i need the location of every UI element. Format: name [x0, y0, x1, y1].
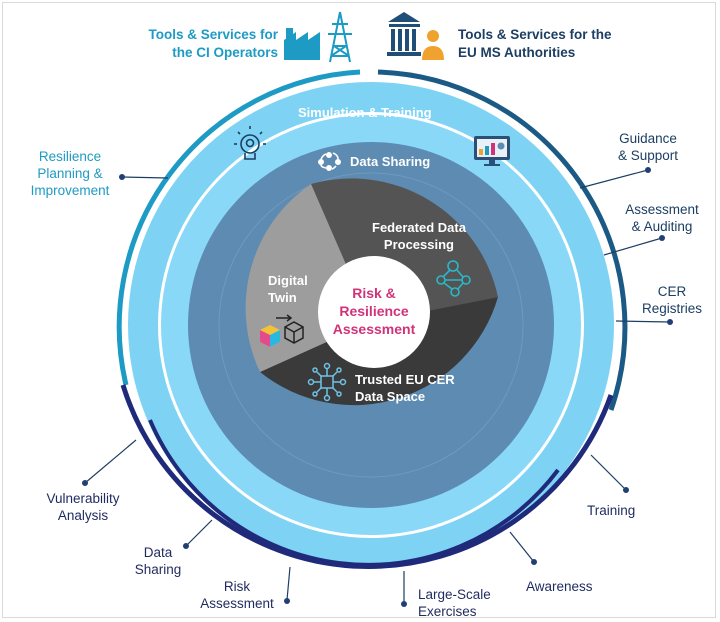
leader-lines: [84, 169, 671, 604]
arc-ci-operators: [116, 69, 361, 386]
dot-data-sharing: [183, 543, 189, 549]
dashboard-monitor-icon: [474, 136, 510, 166]
dot-large-scale: [401, 601, 407, 607]
arc-eu-ms: [377, 69, 628, 411]
label-training: Training: [587, 503, 636, 518]
dot-cer: [667, 319, 673, 325]
dot-guidance: [645, 167, 651, 173]
label-resilience: Resilience Planning & Improvement: [30, 149, 110, 198]
factory-icon: [284, 28, 320, 60]
leader-awareness: [509, 531, 535, 563]
dot-assessment: [659, 235, 665, 241]
label-guidance: Guidance & Support: [617, 131, 679, 163]
arc-bottom-inner: [148, 419, 560, 567]
inner-pie: [245, 178, 498, 406]
data-sharing-ring-label: Data Sharing: [350, 154, 431, 169]
center-label: Risk & Resilience Assessment: [332, 285, 416, 337]
federated-label: Federated Data Processing: [372, 220, 466, 252]
dot-risk: [284, 598, 290, 604]
leader-training: [590, 454, 627, 491]
data-network-icon: [307, 362, 347, 402]
digital-twin-label: Digital Twin: [268, 273, 308, 305]
data-sharing-cycle-icon: [317, 152, 341, 172]
cubes-icon: [260, 314, 304, 347]
leader-dots: [82, 167, 673, 607]
label-vulnerability: Vulnerability Analysis: [46, 491, 120, 523]
leader-data-sharing: [185, 519, 213, 547]
dot-vulnerability: [82, 480, 88, 486]
label-cer: CER Registries: [641, 284, 703, 316]
leader-resilience: [121, 176, 169, 179]
header-ci-operators: Tools & Services for the CI Operators: [148, 27, 278, 60]
leader-assessment: [603, 237, 663, 256]
leader-vulnerability: [84, 439, 137, 484]
power-tower-icon: [328, 11, 352, 63]
leader-risk: [286, 566, 291, 601]
dot-awareness: [531, 559, 537, 565]
label-awareness: Awareness: [526, 579, 593, 594]
header-eu-ms: Tools & Services for the EU MS Authoriti…: [458, 27, 612, 60]
trusted-label: Trusted EU CER Data Space: [355, 372, 455, 404]
network-nodes-icon: [436, 260, 471, 297]
label-assessment: Assessment & Auditing: [625, 202, 699, 234]
leader-cer: [615, 320, 671, 323]
person-icon: [422, 30, 444, 60]
label-risk: Risk Assessment: [200, 579, 274, 611]
dot-training: [623, 487, 629, 493]
simulation-training-label: Simulation & Training: [298, 105, 432, 120]
dot-resilience: [119, 174, 125, 180]
leader-guidance: [579, 169, 649, 189]
lightbulb-gear-icon: [234, 126, 266, 160]
government-building-icon: [387, 12, 421, 56]
label-large-scale: Large-Scale Exercises: [418, 587, 491, 619]
label-data-sharing: Data Sharing: [134, 545, 182, 577]
center-circle: [318, 256, 430, 368]
